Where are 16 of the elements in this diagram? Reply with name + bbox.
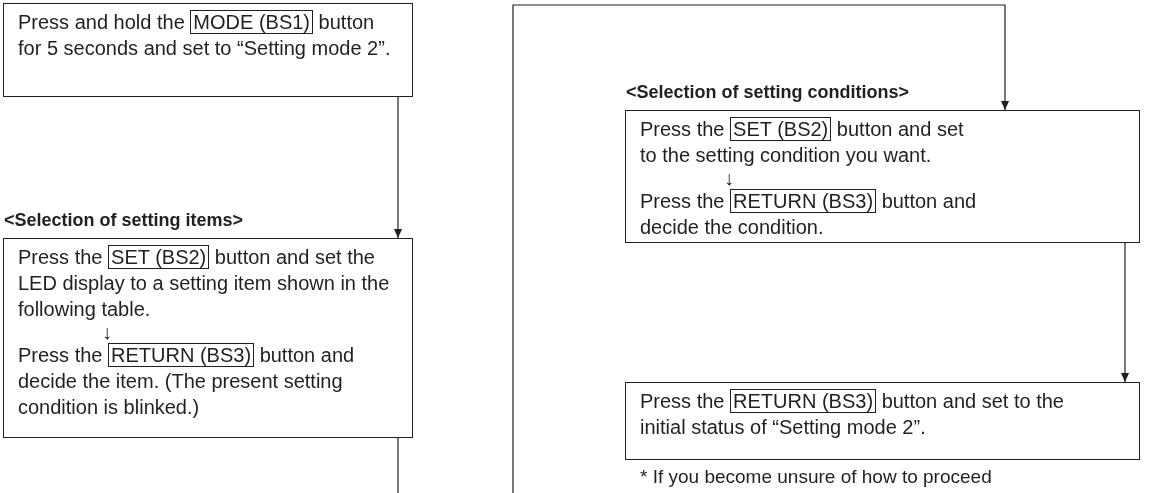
step-arrow: ↓ (101, 322, 112, 342)
step-text: Press the RETURN (BS3) button and decide the condition. (640, 188, 978, 240)
step-arrow: ↓ (723, 168, 734, 188)
connector-arrow (394, 96, 402, 239)
connector-arrow (1121, 242, 1129, 383)
step-text: Press the RETURN (BS3) button and decide the item. (The present setting condition is blinked.) (18, 342, 356, 420)
step-text: Press the SET (BS2) button and set the LED display to a setting item shown in the following table. (18, 244, 391, 322)
process-box (3, 3, 413, 97)
step-text: Press the SET (BS2) button and set to the setting condition you want. (640, 116, 965, 168)
section-heading: <Selection of setting items> (4, 209, 244, 232)
step-text: Press and hold the MODE (BS1) button for 5 seconds and set to “Setting mode 2”. (18, 9, 392, 61)
note-text: * If you become unsure of how to proceed (640, 466, 992, 488)
step-text: Press the RETURN (BS3) button and set to the initial status of “Setting mode 2”. (640, 388, 1065, 440)
section-heading: <Selection of setting conditions> (626, 81, 910, 104)
connector-arrow (512, 4, 1009, 493)
process-box (625, 382, 1140, 460)
